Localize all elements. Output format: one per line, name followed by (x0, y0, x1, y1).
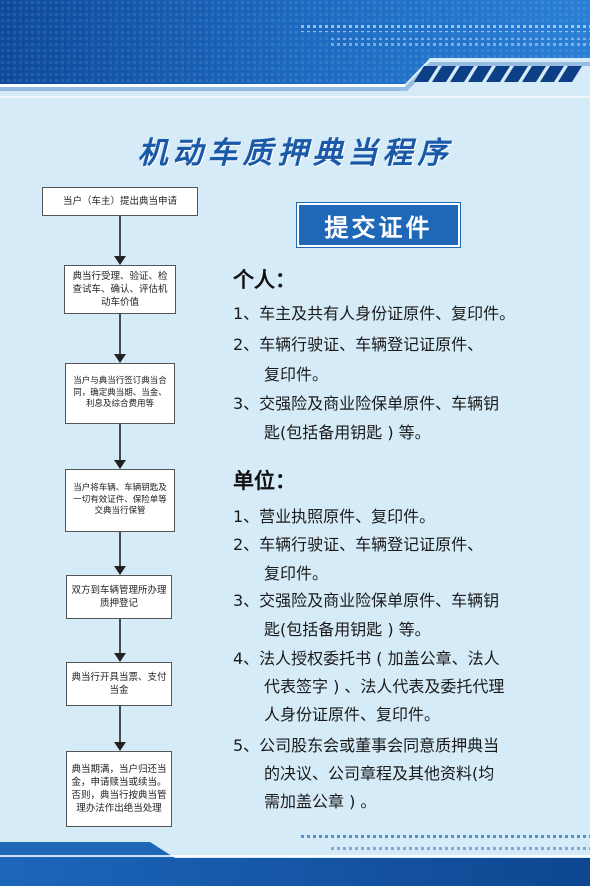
company-item-4-line3: 人身份证原件、复印件。 (264, 705, 441, 724)
personal-item-3: 3、交强险及商业险保单原件、车辆钥 匙(包括备用钥匙 ) 等。 (233, 392, 499, 445)
flow-step-1: 当户（车主）提出典当申请 (42, 187, 198, 216)
company-item-2: 2、车辆行驶证、车辆登记证原件、 复印件。 (233, 533, 483, 586)
company-item-5-line1: 5、公司股东会或董事会同意质押典当 (233, 736, 500, 755)
flow-step-6: 典当行开具当票、支付当金 (66, 662, 172, 706)
personal-item-2-line2: 复印件。 (264, 365, 329, 384)
company-item-4-line1: 4、法人授权委托书 ( 加盖公章、法人 (233, 649, 500, 668)
personal-item-3-line1: 3、交强险及商业险保单原件、车辆钥 (233, 394, 500, 413)
flow-step-7: 典当期满，当户归还当金，申请赎当或续当。否则，典当行按典当管理办法作出绝当处理 (66, 751, 172, 827)
company-item-5-line3: 需加盖公章 ) 。 (264, 792, 377, 811)
personal-item-1-line1: 1、车主及共有人身份证原件、复印件。 (233, 304, 516, 323)
company-heading: 单位： (233, 469, 296, 493)
personal-heading: 个人： (233, 268, 296, 292)
company-item-3-line2: 匙(包括备用钥匙 ) 等。 (264, 620, 431, 639)
company-item-3-line1: 3、交强险及商业险保单原件、车辆钥 (233, 591, 500, 610)
personal-item-2: 2、车辆行驶证、车辆登记证原件、 复印件。 (233, 333, 483, 387)
flow-step-4: 当户将车辆、车辆钥匙及一切有效证件、保险单等交典当行保管 (65, 469, 175, 532)
company-item-5: 5、公司股东会或董事会同意质押典当 的决议、公司章程及其他资料(均 需加盖公章 … (233, 734, 499, 814)
company-item-1-line1: 1、营业执照原件、复印件。 (233, 507, 436, 526)
company-item-1: 1、营业执照原件、复印件。 (233, 505, 435, 529)
company-item-5-line2: 的决议、公司章程及其他资料(均 (264, 764, 495, 783)
flow-step-2: 典当行受理、验证、检查试车、确认、评估机动车价值 (64, 265, 176, 314)
company-item-2-line2: 复印件。 (264, 564, 329, 583)
flow-step-5: 双方到车辆管理所办理质押登记 (66, 575, 172, 619)
company-item-4-line2: 代表签字 ) 、法人代表及委托代理 (264, 677, 505, 696)
personal-item-2-line1: 2、车辆行驶证、车辆登记证原件、 (233, 335, 484, 354)
flow-step-3: 当户与典当行签订典当合同，确定典当期、当金、利息及综合费用等 (65, 363, 175, 424)
personal-item-3-line2: 匙(包括备用钥匙 ) 等。 (264, 423, 431, 442)
company-item-2-line1: 2、车辆行驶证、车辆登记证原件、 (233, 535, 484, 554)
section-title: 提交证件 (297, 203, 460, 247)
page-title: 机动车质押典当程序 (137, 136, 453, 171)
company-item-3: 3、交强险及商业险保单原件、车辆钥 匙(包括备用钥匙 ) 等。 (233, 589, 499, 642)
company-item-4: 4、法人授权委托书 ( 加盖公章、法人 代表签字 ) 、法人代表及委托代理 人身… (233, 647, 504, 727)
personal-item-1: 1、车主及共有人身份证原件、复印件。 (233, 302, 515, 326)
